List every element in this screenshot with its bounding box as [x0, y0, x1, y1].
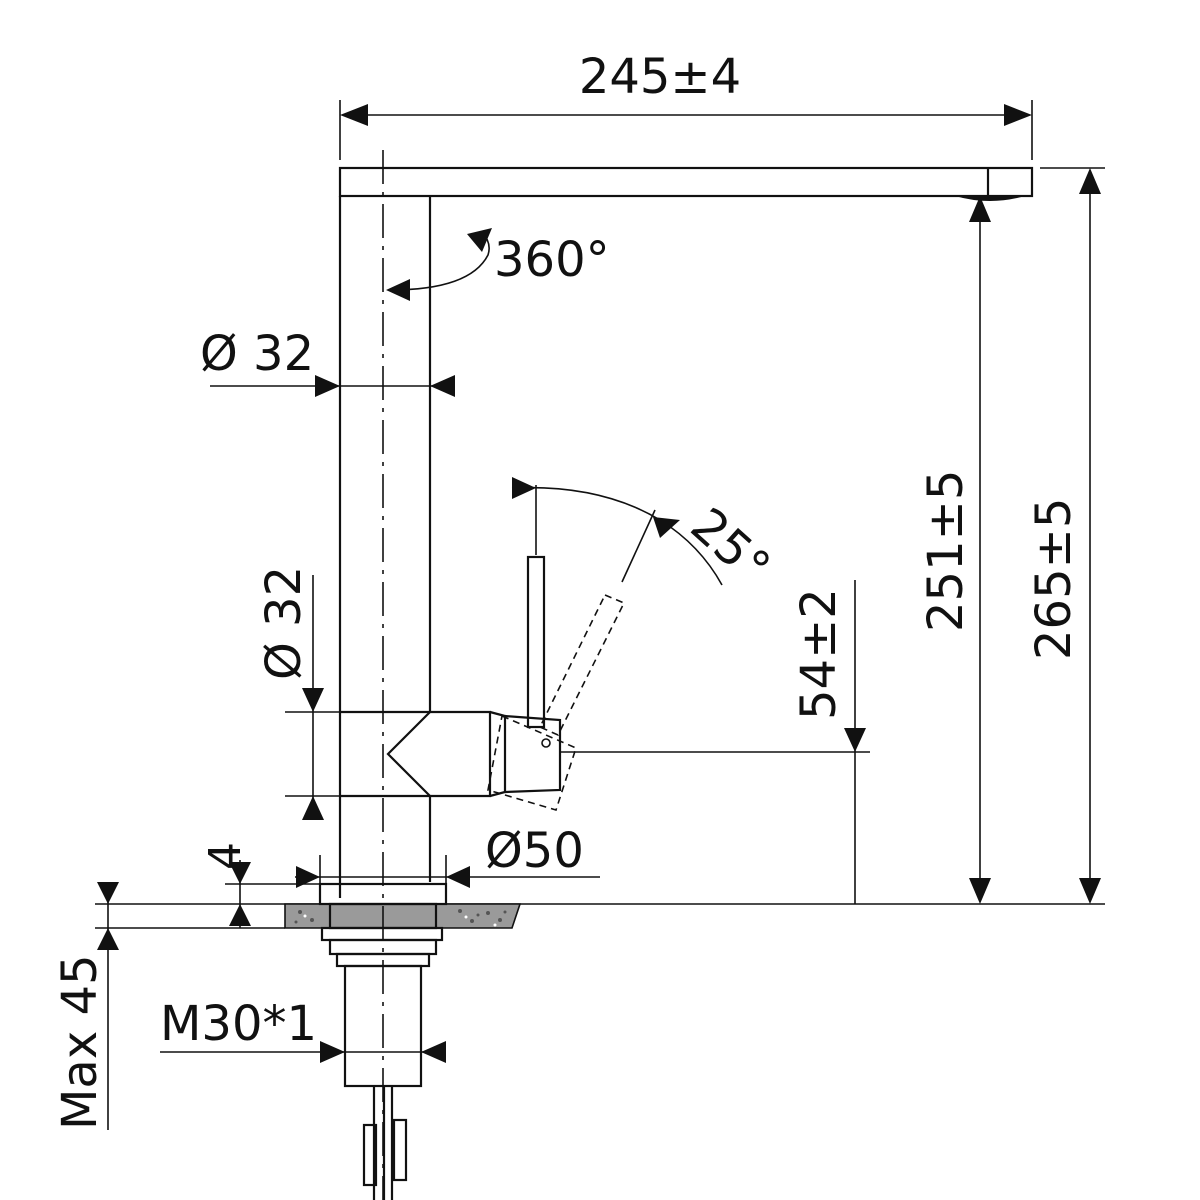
base-thickness-dimension: 4 — [200, 842, 320, 928]
thread-label: M30*1 — [160, 996, 317, 1052]
total-height-label: 265±5 — [1026, 498, 1082, 660]
lever-angle-label: 25° — [680, 497, 781, 596]
faucet-body — [318, 166, 1034, 1200]
base-thickness-label: 4 — [200, 842, 251, 870]
column-diameter-label: Ø 32 — [200, 326, 314, 382]
rotation-dimension: 360° — [386, 228, 610, 301]
spout-height-dimension: 251±5 — [918, 196, 991, 904]
lever-height-label: 54±2 — [791, 588, 847, 720]
rotation-label: 360° — [494, 232, 610, 288]
base-diameter-dimension: Ø50 — [295, 823, 600, 888]
max-counter-dimension: Max 45 — [52, 882, 119, 1130]
body-diameter-dimension: Ø 32 — [256, 566, 340, 820]
lever-angle-dimension: 25° — [511, 477, 781, 596]
total-height-dimension: 265±5 — [1026, 167, 1105, 904]
width-dimension: 245±4 — [339, 49, 1033, 160]
lever-height-dimension: 54±2 — [560, 580, 870, 904]
countertop — [95, 903, 1105, 929]
base-diameter-label: Ø50 — [485, 823, 584, 879]
thread-dimension: M30*1 — [160, 996, 446, 1063]
body-diameter-label: Ø 32 — [256, 566, 312, 680]
column-diameter-dimension: Ø 32 — [200, 326, 455, 397]
width-label: 245±4 — [579, 49, 741, 105]
spout-height-label: 251±5 — [918, 470, 974, 632]
max-counter-label: Max 45 — [52, 954, 108, 1130]
